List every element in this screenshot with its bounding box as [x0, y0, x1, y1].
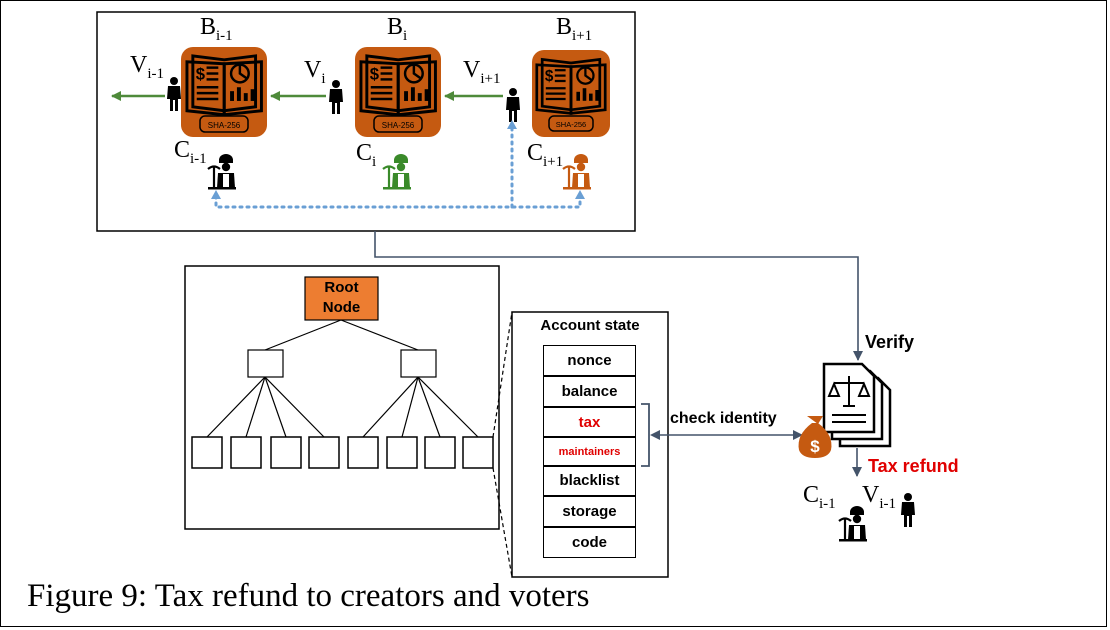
- field-code: code: [543, 527, 636, 558]
- svg-text:$: $: [810, 437, 820, 456]
- expand-line: [492, 311, 513, 438]
- leaf-node: [230, 436, 262, 469]
- field-nonce: nonce: [543, 345, 636, 376]
- voter-label-i-plus-1: Vi+1: [463, 57, 501, 87]
- refund-creator-label: Ci-1: [803, 482, 836, 512]
- hash-label: SHA-256: [382, 121, 415, 130]
- block-i-plus-1: SHA-256: [532, 50, 610, 137]
- tree-node: [247, 349, 284, 378]
- block-label-i: Bi: [387, 14, 408, 44]
- block-i-minus-1: SHA-256: [181, 47, 267, 137]
- block-label-i-minus-1: Bi-1: [200, 14, 233, 44]
- hash-label: SHA-256: [208, 121, 241, 130]
- field-blacklist: blacklist: [543, 465, 636, 496]
- check-identity-label: check identity: [670, 410, 777, 427]
- leaf-node: [308, 436, 340, 469]
- account-state-box: [511, 311, 669, 578]
- leaf-node: [347, 436, 379, 469]
- verify-connector: [374, 231, 863, 361]
- creator-label-i-minus-1: Ci-1: [174, 137, 207, 167]
- voter-label-i: Vi: [304, 57, 326, 87]
- money-bag-icon: $: [798, 416, 832, 458]
- creator-label-i-plus-1: Ci+1: [527, 140, 564, 170]
- root-node: [304, 276, 379, 321]
- person-icon: [901, 493, 915, 527]
- leaf-node: [462, 436, 494, 469]
- voter-label-i-minus-1: Vi-1: [130, 52, 165, 82]
- figure-caption: Figure 9: Tax refund to creators and vot…: [27, 578, 590, 614]
- leaf-node: [191, 436, 223, 469]
- expand-line: [492, 467, 513, 578]
- block-label-i-plus-1: Bi+1: [556, 14, 593, 44]
- creator-label-i: Ci: [356, 140, 377, 170]
- field-balance: balance: [543, 376, 636, 407]
- block-i: SHA-256: [355, 47, 441, 137]
- tree-node: [400, 349, 437, 378]
- account-state-title: Account state: [540, 317, 640, 334]
- leaf-node: [386, 436, 418, 469]
- refund-voter-label: Vi-1: [862, 482, 897, 512]
- reward-dotted-lines: [214, 124, 582, 209]
- leaf-node: [270, 436, 302, 469]
- field-storage: storage: [543, 496, 636, 527]
- root-node-label: Root Node: [322, 279, 361, 316]
- hash-label: SHA-256: [556, 120, 586, 129]
- leaf-node: [424, 436, 456, 469]
- field-tax: tax: [543, 407, 636, 438]
- bracket: [641, 403, 650, 467]
- verify-label: Verify: [865, 332, 915, 352]
- tax-refund-label: Tax refund: [868, 456, 959, 476]
- field-maintainers: maintainers: [543, 436, 636, 467]
- tax-document-icon: [822, 362, 892, 448]
